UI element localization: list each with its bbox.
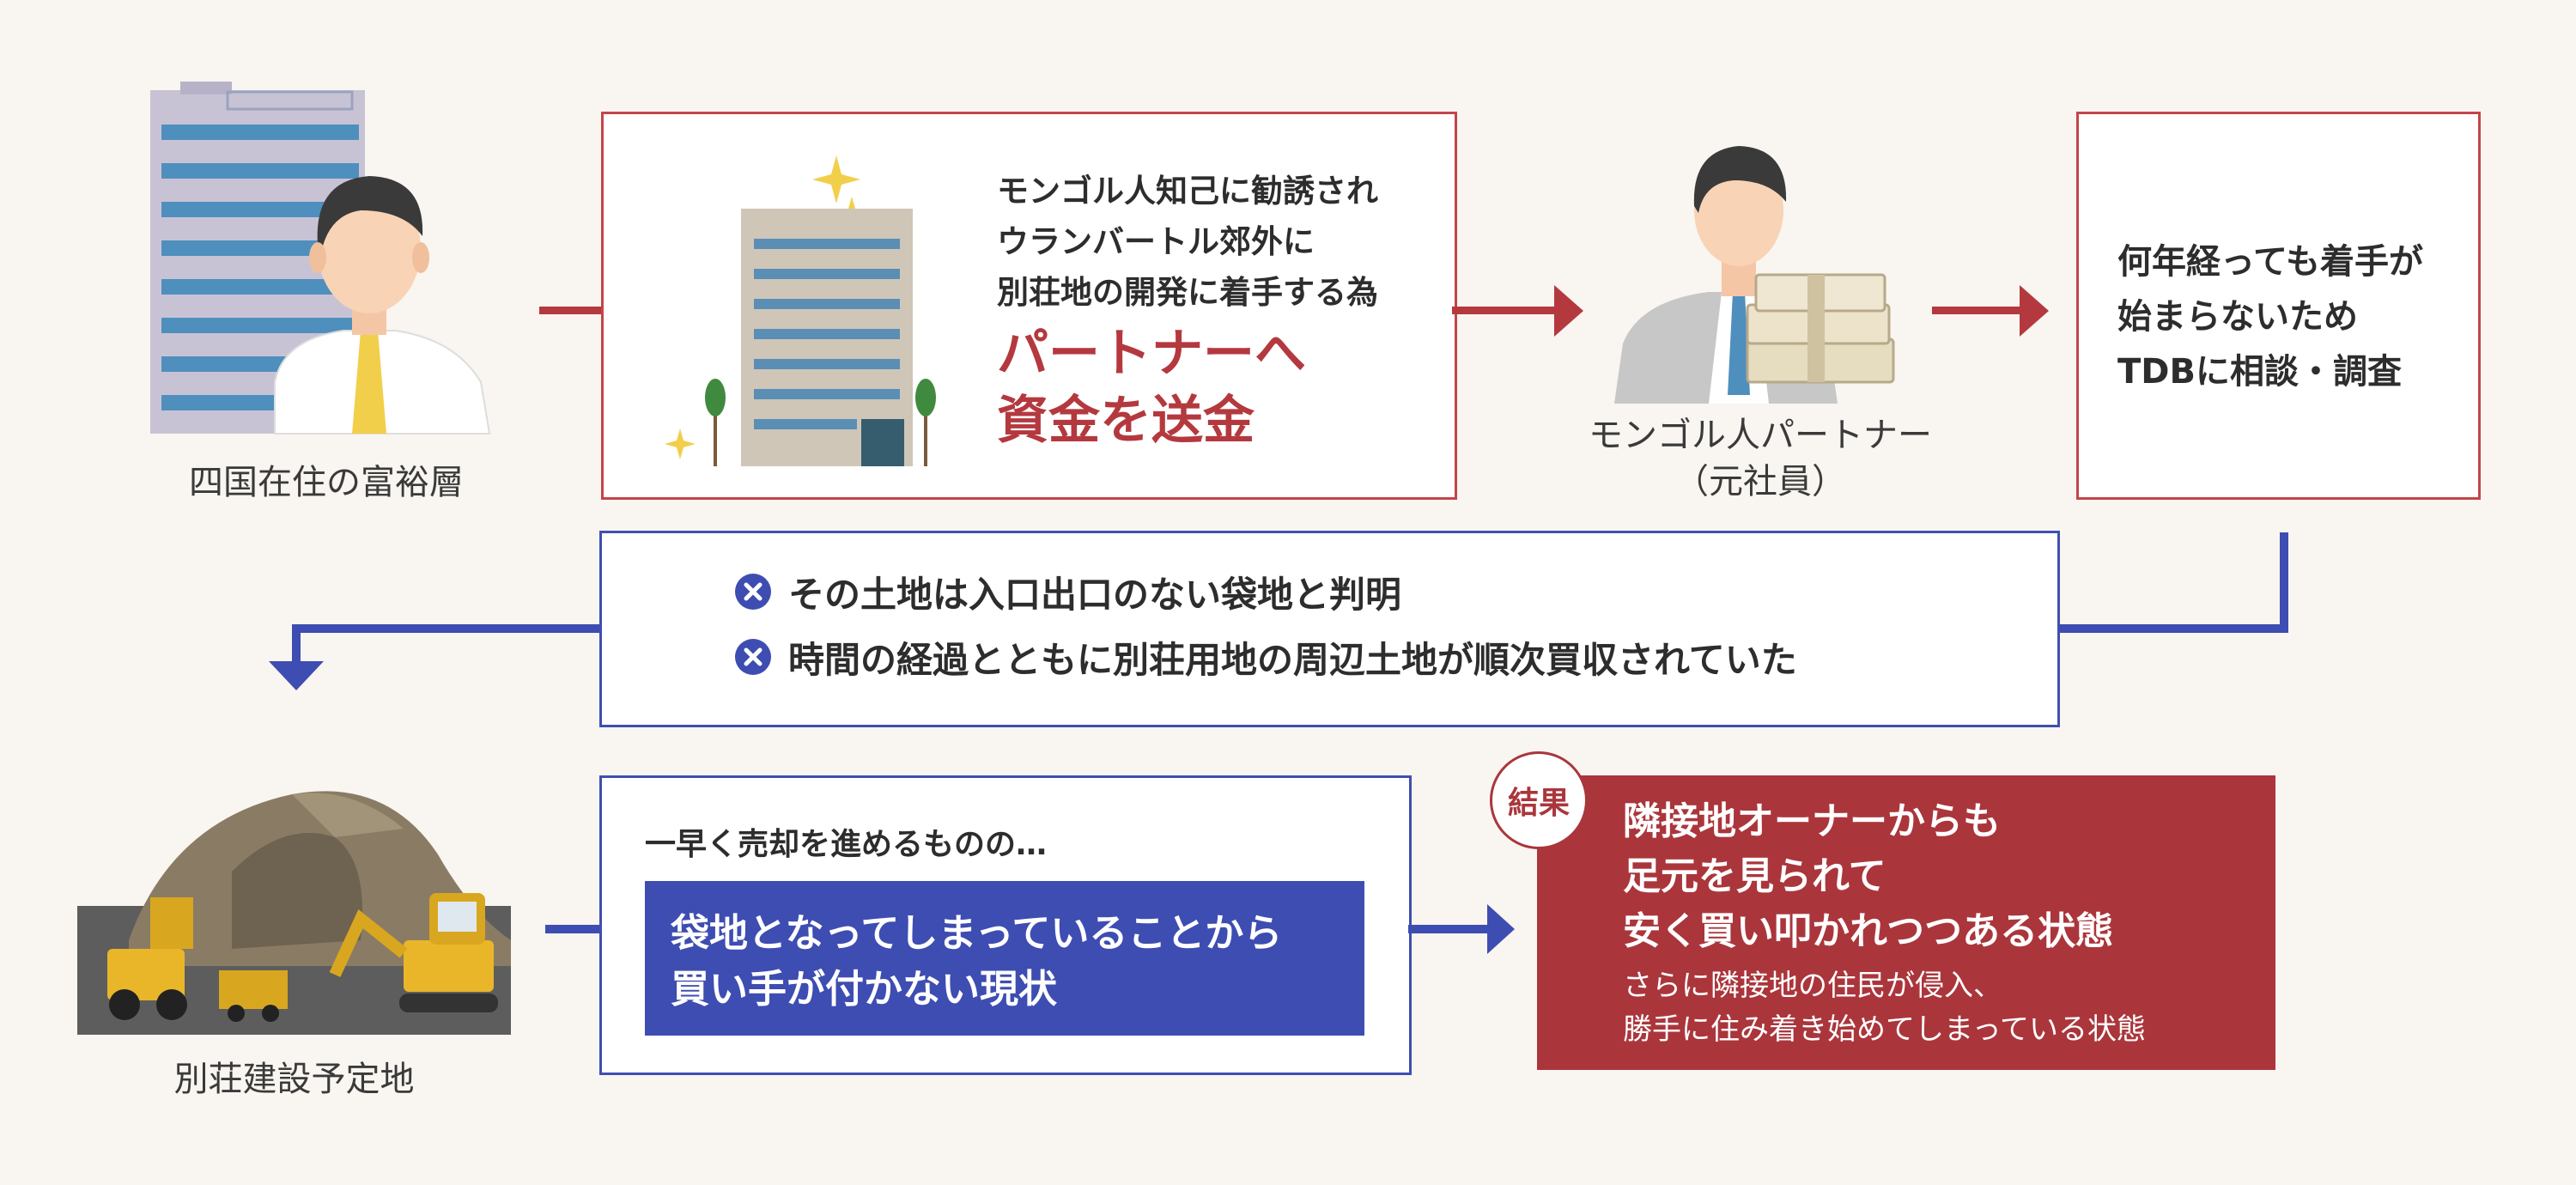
result-box: 隣接地オーナーからも 足元を見られて 安く買い叩かれつつある状態 さらに隣接地の… [1537,775,2275,1070]
result-line2: 足元を見られて [1623,854,1886,898]
connector-line [2057,624,2288,633]
connector-line [292,624,301,667]
arrow-to-consult-line [1932,307,2026,314]
partner-label: モンゴル人パートナー [1589,416,1932,455]
arrow-right-icon [2020,285,2049,337]
arrow-right-icon [1487,904,1515,954]
result-line1: 隣接地オーナーからも [1623,799,2001,843]
connector-line [292,624,599,633]
connector-line [2280,532,2288,633]
result-line3: 安く買い叩かれつつある状態 [1623,908,2114,953]
arrow-to-result-line [1408,925,1498,933]
sale-highlight-panel: 袋地となってしまっていることから 買い手が付かない現状 [645,881,1364,1036]
sale-highlight-line2: 買い手が付かない現状 [671,966,1058,1012]
findings-box: その土地は入口出口のない袋地と判明 時間の経過とともに別荘用地の周辺土地が順次買… [599,531,2060,727]
office-building-icon [665,155,936,466]
result-badge: 結果 [1490,751,1588,849]
office-building-person-icon [150,82,491,434]
fund-box-line1: モンゴル人知己に勧誘され [997,173,1378,210]
consult-line2: 始まらないため [2117,297,2358,337]
fund-box-line3: 別荘地の開発に着手する為 [997,274,1378,312]
site-label: 別荘建設予定地 [173,1060,415,1099]
finding-text: その土地は入口出口のない袋地と判明 [788,573,1402,616]
connector-line [539,307,601,314]
arrow-down-icon [269,661,324,690]
fund-transfer-box: モンゴル人知己に勧誘され ウランバートル郊外に 別荘地の開発に着手する為 パート… [601,112,1457,500]
finding-text: 時間の経過とともに別荘用地の周辺土地が順次買収されていた [788,638,1797,681]
finding-item: 時間の経過とともに別荘用地の周辺土地が順次買収されていた [735,631,1797,683]
connector-line [545,925,599,933]
fund-box-line2: ウランバートル郊外に [997,223,1315,261]
construction-site-illustration [77,769,511,1035]
arrow-right-icon [1554,285,1583,337]
partner-sublabel: （元社員） [1674,462,1846,501]
consult-box: 何年経っても着手が 始まらないため TDBに相談・調査 [2076,112,2481,500]
wealthy-illustration [146,82,498,434]
arrow-to-partner-line [1452,307,1564,314]
construction-site-icon [77,791,511,1035]
businessman-money-icon [1614,146,1895,404]
partner-illustration [1606,120,1898,404]
consult-line1: 何年経っても着手が [2117,242,2423,282]
sale-status-box: 一早く売却を進めるものの… 袋地となってしまっていることから 買い手が付かない現… [599,775,1412,1075]
wealthy-label: 四国在住の富裕層 [189,463,464,502]
fund-box-emphasis1: パートナーへ [997,324,1306,384]
result-sub1: さらに隣接地の住民が侵入、 [1623,969,2002,1003]
sale-intro: 一早く売却を進めるものの… [645,827,1048,862]
x-circle-icon [735,574,771,610]
fund-box-emphasis2: 資金を送金 [997,391,1255,451]
finding-item: その土地は入口出口のない袋地と判明 [735,566,1401,617]
result-sub2: 勝手に住み着き始めてしまっている状態 [1623,1012,2146,1047]
sale-highlight-line1: 袋地となってしまっていることから [671,910,1283,956]
x-circle-icon [735,639,771,675]
consult-line3: TDBに相談・調査 [2117,352,2402,392]
